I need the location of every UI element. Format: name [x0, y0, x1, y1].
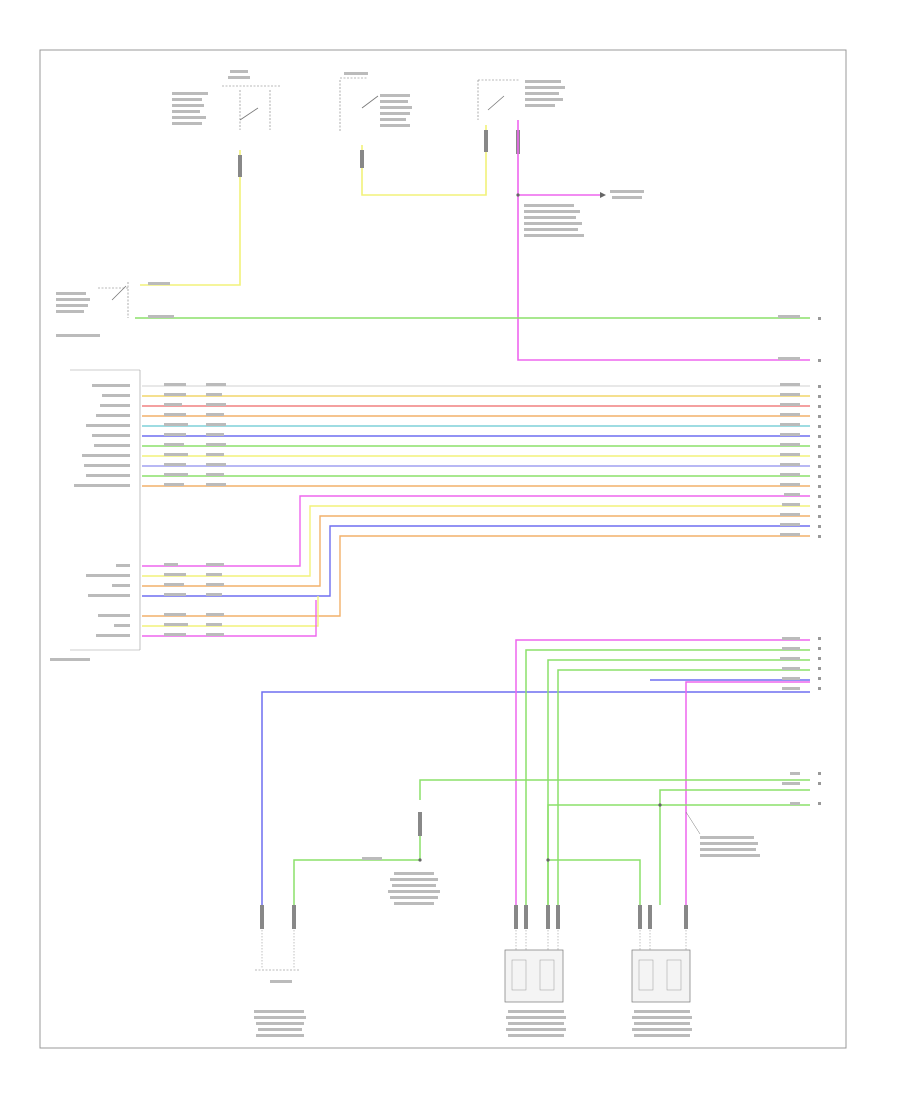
main-module: [50, 369, 141, 661]
top-center-switch: [339, 72, 412, 132]
wire-yellow-left: [140, 150, 241, 286]
clock-spring: [56, 282, 129, 337]
splice-node: [516, 193, 520, 197]
wire-magenta-relay: [517, 120, 810, 361]
right-pin-numbers: [818, 317, 821, 805]
diagram-frame: [39, 49, 847, 1049]
top-left-switch: [172, 70, 280, 130]
sensor-bottom-left: [254, 969, 306, 1037]
connector-stubs-lower: [260, 812, 688, 929]
sensor-bottom-right: [631, 949, 692, 1037]
bus-lines: [142, 385, 810, 487]
sensor-leads: [261, 930, 687, 968]
connector-stubs-top: [238, 130, 520, 177]
lower-section-wires: [261, 639, 810, 905]
wire-name-labels: [164, 383, 800, 486]
lower-wire-labels: [164, 493, 800, 636]
wire-yellow-center: [361, 125, 487, 196]
arrow-icon: [600, 192, 606, 198]
module-pin-labels: [74, 384, 130, 637]
splice-nodes: [418, 803, 662, 862]
top-right-relay: [477, 79, 565, 120]
module-lower-wires: [142, 495, 810, 637]
sensor-bottom-middle: [504, 949, 566, 1037]
lower-wire-right-labels: [362, 637, 800, 860]
annotation-labels: [388, 811, 760, 905]
